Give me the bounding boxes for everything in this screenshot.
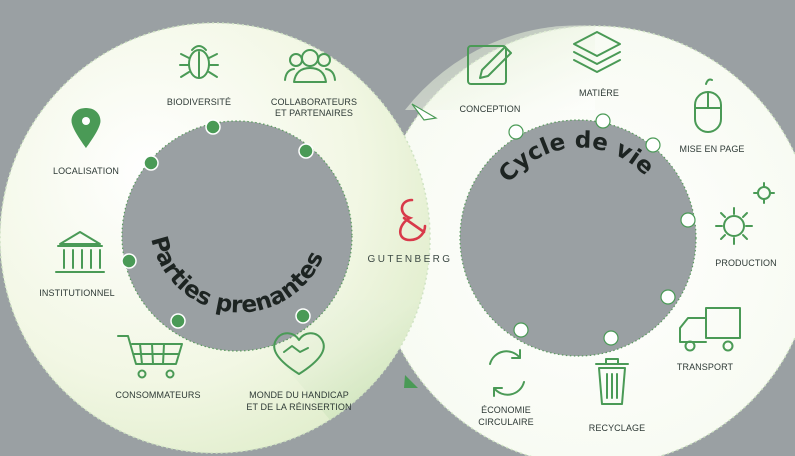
item-label: MISE EN PAGE [679, 144, 744, 154]
item-biodiversite: BIODIVERSITÉ [167, 45, 231, 107]
truck-icon [679, 307, 741, 352]
item-label-line2: CIRCULAIRE [478, 417, 534, 427]
layers-icon [573, 31, 621, 73]
shopping-cart-icon [117, 335, 183, 379]
trash-icon [595, 358, 629, 405]
item-label: BIODIVERSITÉ [167, 97, 231, 107]
bottom-flow-arrow [404, 375, 418, 388]
item-label: CONCEPTION [459, 104, 520, 114]
item-recyclage: RECYCLAGE [589, 358, 645, 433]
item-production: PRODUCTION [715, 182, 777, 268]
item-mise-en-page: MISE EN PAGE [679, 78, 744, 154]
brand-logo: GUTENBERG [368, 198, 453, 265]
location-pin-icon [71, 108, 101, 148]
bug-icon [179, 45, 219, 79]
right-ring-hole [459, 119, 697, 357]
item-label: TRANSPORT [677, 362, 734, 372]
item-label: MONDE DU HANDICAP [249, 390, 349, 400]
item-transport: TRANSPORT [677, 307, 741, 372]
handshake-heart-icon [273, 332, 325, 375]
item-localisation: LOCALISATION [53, 108, 119, 176]
item-label: MATIÈRE [579, 88, 619, 98]
item-conception: CONCEPTION [459, 45, 520, 114]
item-institutionnel: INSTITUTIONNEL [39, 231, 115, 298]
brand-name: GUTENBERG [368, 254, 453, 265]
item-label: PRODUCTION [715, 258, 777, 268]
item-label: ÉCONOMIE [481, 405, 531, 415]
recycle-arrows-icon [489, 349, 525, 397]
item-consommateurs: CONSOMMATEURS [115, 335, 200, 400]
item-label: INSTITUTIONNEL [39, 288, 114, 298]
ampersand-logo-icon [398, 198, 427, 242]
item-label: LOCALISATION [53, 166, 119, 176]
right-ring-dots [508, 113, 696, 346]
item-matiere: MATIÈRE [573, 31, 621, 98]
top-flow-arrow [411, 103, 438, 121]
mouse-icon [694, 78, 722, 133]
item-label-line2: ET DE LA RÉINSERTION [246, 402, 351, 412]
item-monde-du-handicap: MONDE DU HANDICAP ET DE LA RÉINSERTION [246, 332, 352, 412]
item-label: RECYCLAGE [589, 423, 645, 433]
institution-icon [55, 231, 105, 273]
people-icon [284, 49, 336, 83]
item-label: CONSOMMATEURS [115, 390, 200, 400]
item-label-line2: ET PARTENAIRES [275, 108, 353, 118]
gears-icon [715, 182, 775, 245]
item-label: COLLABORATEURS [271, 97, 357, 107]
item-collaborateurs: COLLABORATEURS ET PARTENAIRES [271, 49, 357, 118]
item-economie-circulaire: ÉCONOMIE CIRCULAIRE [478, 349, 534, 427]
pencil-square-icon [467, 45, 512, 85]
left-ring-hole [121, 120, 353, 352]
left-ring-dots [121, 119, 314, 329]
